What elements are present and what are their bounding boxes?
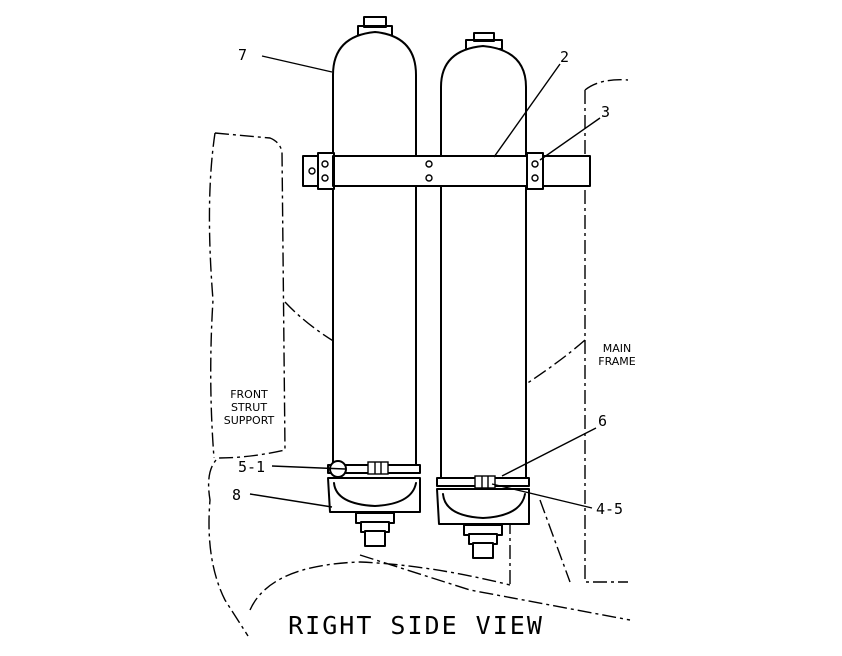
right-base-cup <box>436 475 530 559</box>
right-cylinder <box>440 32 527 479</box>
main-frame-outline <box>519 79 629 583</box>
callout-2: 2 <box>560 48 569 66</box>
front-strut-label-line2: STRUT <box>231 401 267 414</box>
left-base-cup <box>327 460 421 547</box>
callout-4-5: 4-5 <box>596 500 623 518</box>
front-strut-support-outline <box>207 132 286 637</box>
main-frame-label-line2: FRAME <box>598 355 636 368</box>
callout-5-1: 5-1 <box>238 458 265 476</box>
front-strut-label-line1: FRONT <box>230 388 268 401</box>
lower-frame-lines <box>249 499 631 621</box>
callout-3: 3 <box>601 103 610 121</box>
leader-lines <box>249 55 601 509</box>
callout-7: 7 <box>238 46 247 64</box>
callout-8: 8 <box>232 486 241 504</box>
mounting-strap <box>302 152 591 190</box>
front-strut-label-line3: SUPPORT <box>224 414 275 427</box>
callout-6: 6 <box>598 412 607 430</box>
main-frame-label-line1: MAIN <box>603 342 632 355</box>
left-cylinder <box>332 16 417 466</box>
view-title: RIGHT SIDE VIEW <box>288 611 544 640</box>
